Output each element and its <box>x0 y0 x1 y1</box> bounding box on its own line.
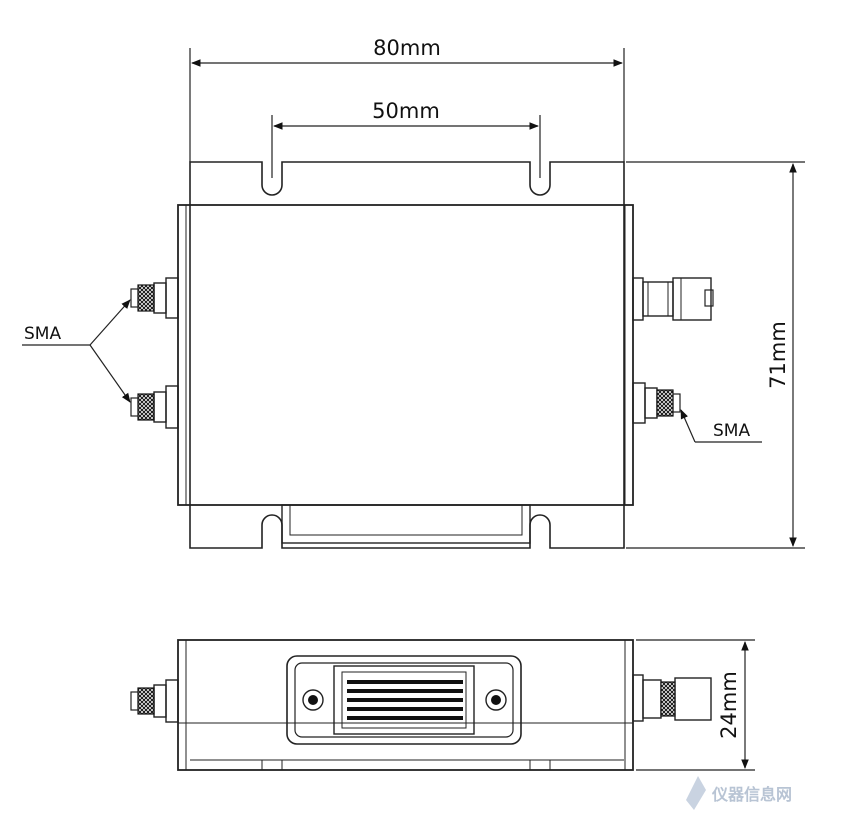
dimension-80mm: 80mm <box>189 36 625 162</box>
power-connector-right <box>632 277 714 321</box>
dimension-24mm-label: 24mm <box>717 671 741 739</box>
dimension-71mm: 71mm <box>626 161 805 549</box>
sma-connector-left-top <box>130 277 179 319</box>
sma-connector-side-left <box>130 679 179 723</box>
top-view: 80mm 50mm 71mm SMA SMA <box>22 36 805 549</box>
main-body <box>177 204 634 506</box>
dimension-24mm: 24mm <box>636 639 755 771</box>
callout-sma-left: SMA <box>22 299 131 403</box>
callout-sma-right: SMA <box>680 409 762 443</box>
sma-right-label: SMA <box>713 421 750 441</box>
dimension-50mm-label: 50mm <box>372 99 440 123</box>
watermark-logo-icon <box>686 776 706 810</box>
dimension-50mm: 50mm <box>271 99 541 178</box>
sma-connector-right <box>632 382 681 424</box>
watermark-text: 仪器信息网 <box>711 785 792 804</box>
label-recess <box>281 504 531 544</box>
sma-left-label: SMA <box>24 324 61 344</box>
watermark: 仪器信息网 <box>686 776 792 810</box>
screw-right <box>485 689 507 711</box>
side-body <box>177 639 634 771</box>
connector-side-right <box>632 674 712 722</box>
vent-grille <box>333 665 475 735</box>
dimension-80mm-label: 80mm <box>373 36 441 60</box>
front-panel <box>286 655 522 745</box>
mounting-flange <box>189 161 625 549</box>
dimension-71mm-label: 71mm <box>766 321 790 389</box>
sma-connector-left-bottom <box>130 385 179 429</box>
side-view: 24mm <box>130 639 755 771</box>
screw-left <box>302 689 324 711</box>
